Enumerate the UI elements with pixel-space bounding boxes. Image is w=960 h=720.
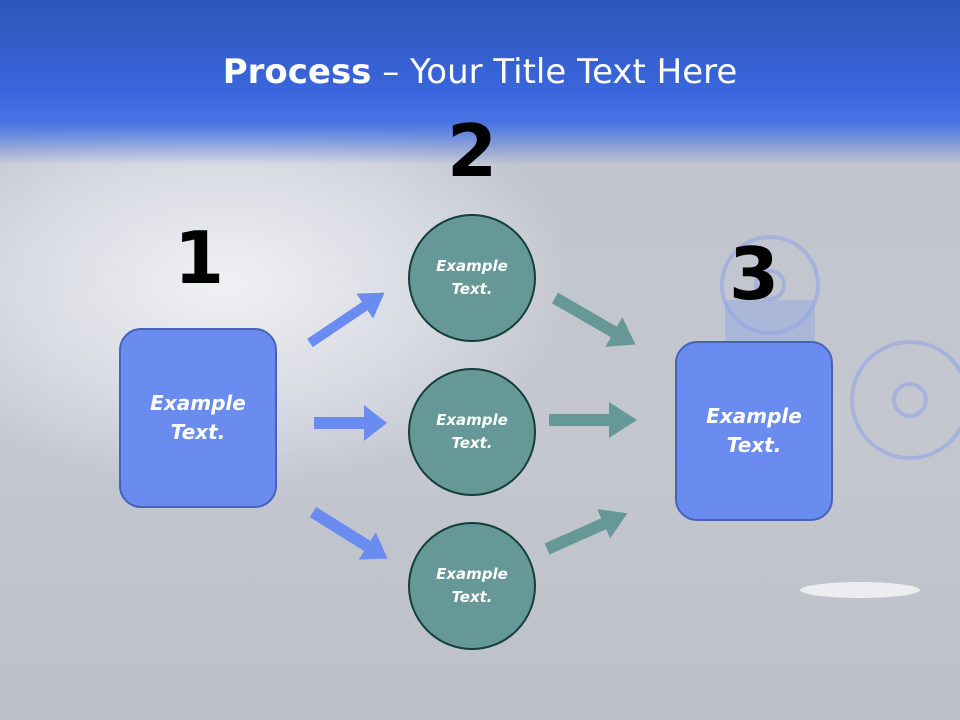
step-2-text-middle: Example Text. <box>436 411 508 452</box>
step-1-number: 1 <box>173 216 225 300</box>
teal-arrow-down <box>552 292 636 347</box>
step-2-text-top: Example Text. <box>436 257 508 298</box>
step-1-box: Example Text. <box>119 328 277 508</box>
step-2-circle-top: Example Text. <box>408 214 536 342</box>
step-3-number: 3 <box>728 232 780 316</box>
step-2-circle-middle: Example Text. <box>408 368 536 496</box>
teal-arrow-middle <box>549 402 637 438</box>
step-1-text: Example Text. <box>150 391 246 444</box>
title-bold: Process <box>222 52 372 92</box>
blue-arrow-middle <box>314 405 387 441</box>
blue-arrow-down <box>309 506 388 560</box>
blue-arrow-up <box>307 292 385 348</box>
teal-arrow-up <box>544 509 628 555</box>
step-3-text: Example Text. <box>706 404 802 457</box>
slide-title: Process – Your Title Text Here <box>0 52 960 92</box>
step-3-box: Example Text. <box>675 341 833 521</box>
title-bar <box>0 0 960 165</box>
step-2-number: 2 <box>446 109 498 193</box>
title-rest: – Your Title Text Here <box>371 52 738 92</box>
step-2-circle-bottom: Example Text. <box>408 522 536 650</box>
step-2-text-bottom: Example Text. <box>436 565 508 606</box>
